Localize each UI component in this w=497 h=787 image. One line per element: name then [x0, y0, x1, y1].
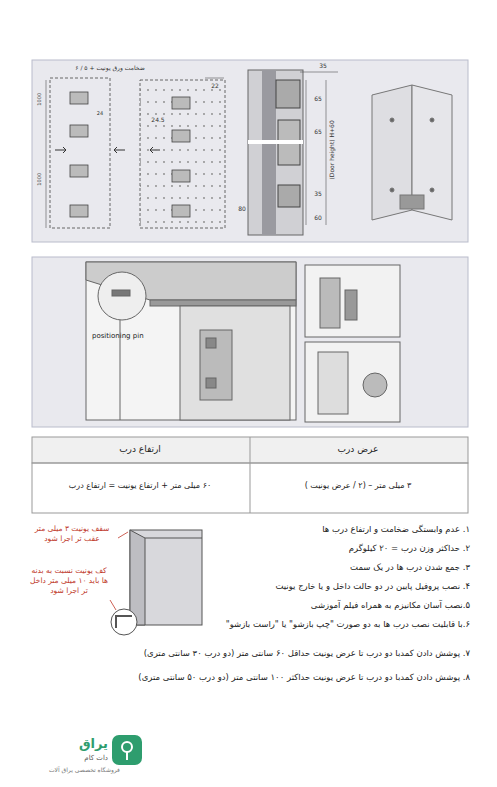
feature-item: ۸. پوشش دادن کمدبا دو درب تا عرض یونیت ح… — [22, 672, 470, 683]
mounting-view — [86, 262, 296, 420]
dimension: 35 — [314, 62, 332, 70]
feature-item: ۱. عدم وابستگی ضخامت و ارتفاع درب ها — [215, 524, 470, 535]
dimension: 24 — [92, 110, 108, 117]
folding-doors — [372, 85, 452, 220]
callout-note: کف یونیت نسبت به بدنه ها باید ۱۰ میلی مت… — [28, 566, 110, 595]
dim-lines — [300, 72, 338, 225]
dimension: 24.5 — [146, 116, 170, 124]
table-cell: ۳ میلی متر – (۲ / عرض یونیت ) — [258, 481, 458, 491]
leader-lines — [110, 532, 128, 610]
cabinet-drawing — [111, 530, 202, 635]
table-grid — [32, 437, 468, 513]
table-header: ارتفاع درب — [40, 444, 240, 456]
dimension: 65 — [310, 95, 326, 103]
feature-item: ۷. پوشش دادن کمدبا دو درب تا عرض یونیت ح… — [22, 648, 470, 659]
dimension: 1000 — [36, 162, 43, 196]
feature-item: ۵.نصب آسان مکانیزم به همراه فیلم آموزشی — [215, 600, 470, 611]
logo-text: دات کام — [44, 754, 108, 763]
dimension: 1000 — [36, 82, 43, 116]
logo-icon — [112, 735, 142, 765]
hinge-marks — [70, 92, 88, 217]
table-cell: ۶۰ میلی متر + ارتفاع یونیت = ارتفاع درب — [40, 481, 240, 491]
feature-item: ۶.با قابلیت نصب درب ها به دو صورت "چپ با… — [215, 619, 470, 630]
dimension: 60 — [310, 214, 326, 222]
plate-outline — [50, 78, 110, 228]
callout-note: سقف یونیت ۳ میلی متر عقب تر اجرا شود — [28, 524, 116, 544]
feature-item: ۳. جمع شدن درب ها در یک سمت — [215, 562, 470, 573]
feature-item: ۴. نصب پروفیل پایین در دو حالت داخل و یا… — [215, 581, 470, 592]
dimension-note: ضخامت ورق یونیت + ۵ / ۶ — [55, 64, 165, 72]
dimension: (Door height) H+60 — [328, 112, 336, 188]
dimension: 65 — [310, 128, 326, 136]
feature-item: ۲. حداکثر وزن درب = ۲۰ کیلوگرم — [215, 543, 470, 554]
panel — [32, 257, 468, 427]
dimension: 80 — [236, 205, 248, 213]
logo-text: فروشگاه تخصصی یراق آلات — [20, 766, 120, 774]
hinge-marks — [172, 97, 190, 217]
dim-line — [46, 80, 47, 228]
dimension: 22 — [206, 82, 224, 90]
logo-text: یراق — [44, 736, 108, 753]
panel — [32, 60, 468, 242]
dim-line — [205, 78, 224, 79]
table-header: عرض درب — [258, 444, 458, 456]
insets — [305, 265, 400, 422]
part-name: positioning pin — [92, 332, 172, 341]
dimension: 35 — [310, 190, 326, 198]
cabinet-section — [248, 70, 303, 235]
plate-outline — [140, 80, 225, 228]
